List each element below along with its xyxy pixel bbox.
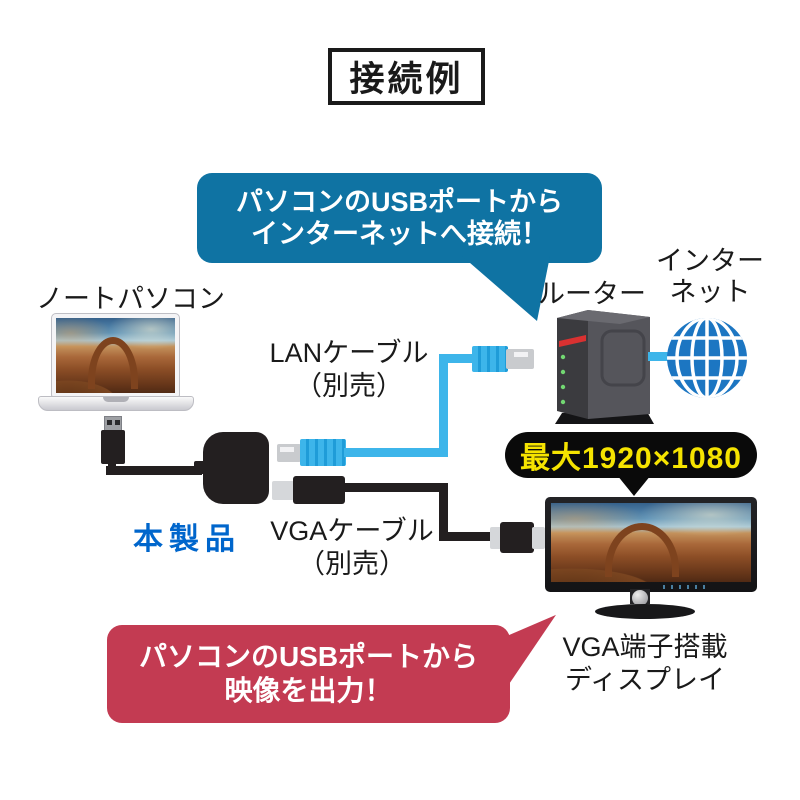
lan-connector-boot	[472, 346, 508, 372]
lan-connector-boot	[300, 439, 346, 466]
vga-cable-label-line2: （別売）	[298, 549, 406, 579]
diagram-title-box: 接続例	[328, 48, 485, 105]
monitor-wallpaper	[551, 503, 751, 582]
lan-cable-segment	[439, 354, 448, 457]
display-label-line2: ディスプレイ	[564, 665, 726, 695]
router-label: ルーター	[538, 279, 646, 309]
vga-connector-body	[293, 476, 345, 504]
internet-label: インター ネット	[650, 246, 770, 308]
lan-connector-notch	[514, 352, 528, 357]
usb-plug-hole	[107, 420, 112, 425]
laptop-illustration	[51, 313, 180, 397]
usb-cable-horizontal	[106, 466, 202, 475]
video-callout-bubble: パソコンのUSBポートから 映像を出力！	[107, 625, 510, 723]
internet-label-line2: ネット	[669, 277, 751, 307]
adapter-illustration	[203, 432, 269, 504]
laptop-label: ノートパソコン	[36, 284, 225, 314]
vga-cable-segment	[439, 532, 497, 541]
internet-callout-bubble: パソコンのUSBポートから インターネットへ接続！	[197, 173, 602, 263]
monitor-illustration	[545, 497, 757, 592]
monitor-stand-knob	[632, 590, 648, 606]
router-internet-cable	[648, 352, 674, 361]
video-callout-line1: パソコンのUSBポートから	[138, 641, 479, 672]
product-label: 本製品	[133, 523, 241, 556]
internet-callout-line2: インターネットへ接続！	[251, 219, 548, 249]
vga-connector-tip	[532, 527, 545, 549]
resolution-badge: 最大1920×1080	[505, 432, 757, 478]
lan-cable-segment	[439, 354, 477, 363]
lan-cable-segment	[344, 448, 446, 457]
lan-cable-label: LANケーブル （別売）	[258, 337, 440, 403]
monitor-buttons	[663, 585, 711, 589]
internet-label-line1: インター	[656, 246, 764, 276]
video-callout-line2: 映像を出力！	[224, 675, 393, 706]
vga-cable-label-line1: VGAケーブル	[270, 516, 434, 546]
usb-plug-hole	[115, 420, 120, 425]
vga-cable-label: VGAケーブル （別売）	[258, 515, 446, 581]
lan-cable-label-line2: （別売）	[295, 371, 403, 401]
internet-callout-tail	[462, 256, 550, 321]
globe-icon	[667, 318, 747, 398]
resolution-badge-tail	[617, 475, 651, 496]
vga-connector-icon	[490, 527, 502, 549]
laptop-base	[38, 396, 194, 411]
lan-connector-notch	[280, 447, 294, 452]
display-label: VGA端子搭載 ディスプレイ	[540, 631, 750, 697]
resolution-badge-text: 最大1920×1080	[520, 442, 742, 475]
vga-cable-segment	[439, 483, 448, 541]
usb-plug-body	[101, 430, 125, 464]
internet-callout-line1: パソコンのUSBポートから	[235, 187, 563, 217]
vga-connector-icon	[272, 481, 294, 500]
laptop-wallpaper	[56, 318, 175, 393]
display-label-line1: VGA端子搭載	[562, 632, 728, 662]
monitor-stand-base	[595, 604, 695, 619]
vga-cable-segment	[344, 483, 448, 492]
diagram-title: 接続例	[349, 60, 464, 99]
router-illustration	[555, 310, 654, 424]
vga-connector-body	[500, 522, 534, 553]
lan-cable-label-line1: LANケーブル	[269, 338, 429, 368]
